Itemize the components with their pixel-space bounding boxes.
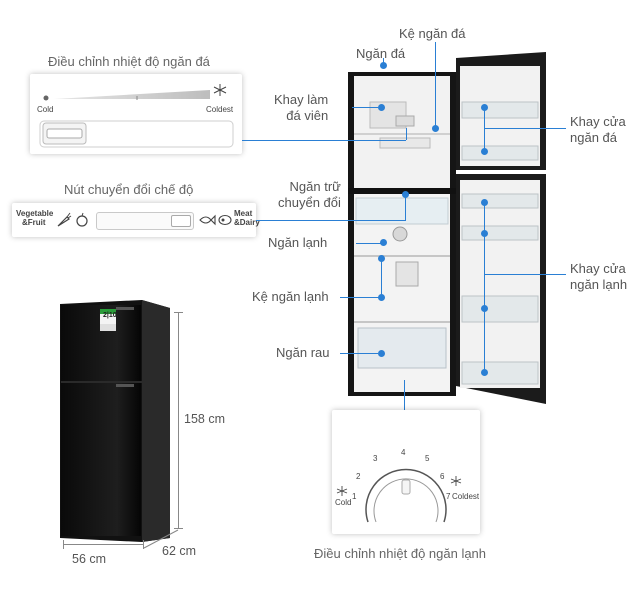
label-freezer: Ngăn đá — [356, 46, 406, 61]
label-fridge-door-line1: Khay cửa — [570, 261, 626, 276]
label-crisper: Ngăn rau — [276, 345, 330, 360]
dial-mark-4: 4 — [401, 448, 406, 457]
callout-dot-convertible — [402, 191, 409, 198]
freezer-temperature-wedge — [39, 84, 234, 148]
label-freezer-door-line2: ngăn đá — [570, 130, 617, 145]
label-fridge-shelf: Kệ ngăn lạnh — [252, 289, 329, 304]
label-ice-tray-line2: đá viên — [286, 108, 329, 123]
freezer-control-panel: Cold Coldest — [30, 74, 242, 154]
dairy-label: &Dairy — [234, 218, 260, 227]
label-ice-tray-line1: Khay làm — [274, 92, 329, 107]
dial-coldest-label: Coldest — [452, 492, 480, 501]
mode-slider-track[interactable] — [96, 212, 194, 230]
fridge-dial-title: Điều chỉnh nhiệt độ ngăn lạnh — [314, 546, 487, 561]
open-refrigerator — [348, 52, 546, 404]
mode-switch-title: Nút chuyển đổi chế độ — [64, 182, 194, 197]
height-dimension-line — [178, 312, 179, 528]
fridge-dial[interactable] — [332, 410, 480, 534]
dial-mark-5: 5 — [425, 454, 430, 463]
callout-dot-freezer-door-1 — [481, 104, 488, 111]
label-convertible-line2: chuyển đổi — [278, 195, 341, 210]
callout-dot-freezer-shelf — [432, 125, 439, 132]
width-dimension-cap-right — [143, 540, 144, 549]
freezer-coldest-label: Coldest — [206, 105, 234, 114]
callout-line-freezer-door — [484, 108, 485, 152]
depth-dimension-label: 62 cm — [162, 544, 197, 558]
meat-dairy-label: Meat &Dairy — [234, 209, 260, 227]
width-dimension-label: 56 cm — [72, 552, 107, 566]
callout-line-convertible — [405, 195, 406, 220]
carrot-icon — [57, 212, 72, 227]
callout-line-chiller — [356, 243, 382, 244]
label-freezer-door-tray: Khay cửa ngăn đá — [570, 114, 626, 146]
meat-label: Meat — [234, 209, 253, 218]
fruit-label: &Fruit — [22, 218, 46, 227]
fridge-dial-panel: 1 2 3 4 5 6 7 Cold Coldest — [332, 410, 480, 534]
callout-line-fridge-door-h — [484, 274, 566, 275]
dial-mark-2: 2 — [356, 472, 361, 481]
fish-icon — [199, 214, 216, 226]
label-freezer-door-line1: Khay cửa — [570, 114, 626, 129]
height-dimension-cap-top — [174, 312, 183, 313]
width-dimension-line — [63, 544, 143, 545]
closed-refrigerator — [60, 300, 170, 542]
label-fridge-door-tray: Khay cửa ngăn lạnh — [570, 261, 627, 293]
callout-line-fridge-dial — [404, 380, 405, 410]
label-chiller: Ngăn lạnh — [268, 235, 328, 250]
vegetable-fruit-label: Vegetable &Fruit — [16, 209, 53, 227]
callout-line-fridge-door — [484, 203, 485, 373]
dial-mark-6: 6 — [440, 472, 445, 481]
callout-line-ice-tray — [406, 128, 407, 140]
meat-icon — [218, 214, 232, 226]
callout-line-crisper — [340, 353, 378, 354]
vegetable-label: Vegetable — [16, 209, 54, 218]
freezer-cold-label: Cold — [37, 105, 54, 114]
energy-label-text: 2|10 — [103, 312, 117, 319]
callout-dot-crisper — [378, 350, 385, 357]
height-dimension-cap-bottom — [174, 528, 183, 529]
callout-line-ice-tray-h — [352, 107, 378, 108]
label-fridge-door-line2: ngăn lạnh — [570, 277, 628, 292]
height-dimension-label: 158 cm — [184, 412, 225, 426]
callout-line-freezer — [383, 58, 384, 64]
dial-cold-label: Cold — [335, 498, 352, 507]
width-dimension-cap-left — [63, 540, 64, 549]
label-freezer-shelf: Kệ ngăn đá — [399, 26, 466, 41]
callout-line-freezer-door-h — [484, 128, 566, 129]
dial-mark-3: 3 — [373, 454, 378, 463]
callout-line-fridge-shelf — [381, 258, 382, 298]
callout-line-freezer-control — [242, 140, 406, 141]
label-convertible-line1: Ngăn trữ — [289, 179, 341, 194]
mode-slider-knob[interactable] — [171, 215, 191, 227]
depth-dimension-line — [143, 529, 179, 549]
freezer-control-title: Điều chỉnh nhiệt độ ngăn đá — [48, 54, 210, 69]
callout-dot-freezer — [380, 62, 387, 69]
mode-switch-panel: Vegetable &Fruit Meat &Dairy — [12, 203, 260, 237]
apple-icon — [76, 212, 88, 227]
callout-line-fridge-shelf-h — [340, 297, 381, 298]
dial-mark-1: 1 — [352, 492, 357, 501]
callout-dot-chiller — [380, 239, 387, 246]
callout-dot-fridge-door-1 — [481, 199, 488, 206]
dial-mark-7: 7 — [446, 492, 451, 501]
callout-line-freezer-shelf — [435, 42, 436, 126]
label-ice-tray: Khay làm đá viên — [274, 92, 328, 124]
label-convertible: Ngăn trữ chuyển đổi — [278, 179, 341, 211]
callout-dot-ice-tray — [378, 104, 385, 111]
callout-line-mode-switch — [256, 220, 406, 221]
